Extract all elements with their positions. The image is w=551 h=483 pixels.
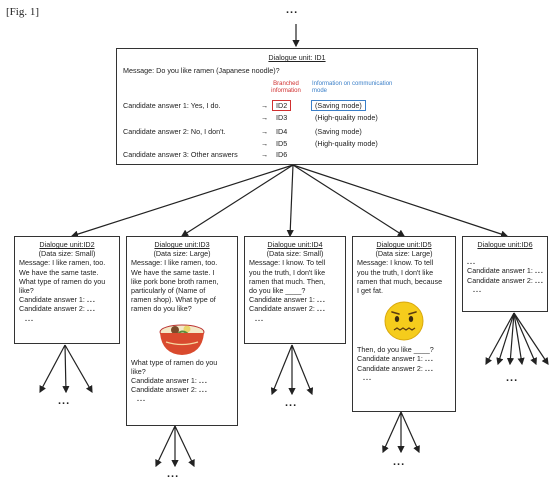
message-line: like pork bone broth ramen,	[131, 276, 219, 286]
unit-id5-title: Dialogue unit:ID5	[376, 240, 432, 249]
candidate-answer: Candidate answer 2:	[357, 363, 423, 373]
arrow-to-id4	[286, 164, 294, 238]
dialogue-unit-id5: Dialogue unit:ID5 (Data size: Large) Mes…	[352, 236, 456, 412]
message-line: you the truth, I don't like	[249, 267, 326, 277]
branch-id-id3: ID3	[276, 113, 288, 122]
ellipsis: ...	[363, 372, 372, 382]
message-line: ramen shop). What type of	[131, 295, 216, 305]
arrow-to-id5	[292, 164, 406, 237]
unit-id2-size: (Data size: Small)	[38, 249, 96, 259]
unit-id3-size: (Data size: Large)	[153, 249, 211, 259]
branch-id-id5: ID5	[276, 139, 288, 148]
ellipsis: ...	[25, 313, 34, 323]
arrow-to-id3	[180, 164, 294, 237]
unit-id1-message: Message: Do you like ramen (Japanese noo…	[123, 66, 280, 75]
unit-id2-title: Dialogue unit:ID2	[39, 240, 95, 249]
ellipsis: ...	[424, 354, 434, 364]
message-line: do you like ____?	[249, 286, 306, 296]
mode-id3: (High-quality mode)	[315, 113, 378, 122]
message-line: Message: I know. To tell	[249, 258, 326, 268]
branch-ellipsis-id5: ...	[393, 456, 406, 468]
dialogue-unit-id3: Dialogue unit:ID3 (Data size: Large) Mes…	[126, 236, 238, 426]
arrow-glyph: →	[261, 127, 269, 136]
dialogue-unit-id1: Dialogue unit: ID1 Message: Do you like …	[116, 48, 478, 165]
message-line: Message: I know. To tell	[357, 258, 434, 268]
ellipsis: ...	[424, 363, 434, 373]
dialogue-unit-id2: Dialogue unit:ID2 (Data size: Small) Mes…	[14, 236, 120, 344]
worried-face-icon	[384, 301, 424, 341]
unit-id6-title: Dialogue unit:ID6	[477, 240, 533, 249]
message-line: you the truth, I don't like	[357, 267, 434, 277]
unit-id1-title: Dialogue unit: ID1	[268, 53, 326, 62]
message-line: I get fat.	[357, 286, 383, 296]
message-line: ramen that much, because	[357, 276, 443, 286]
ellipsis: ...	[316, 304, 326, 314]
candidate-answer: Candidate answer 1:	[131, 376, 197, 386]
ramen-bowl-icon	[159, 324, 205, 355]
candidate-answer: Candidate answer 2:	[249, 304, 315, 314]
branch-ellipsis-id6: ...	[506, 372, 519, 384]
message-line: ramen do you like?	[131, 304, 192, 314]
mode-id2: (Saving mode)	[311, 100, 366, 112]
branch-ellipsis-id3: ...	[167, 468, 180, 480]
ellipsis: ...	[534, 266, 544, 276]
candidate-answer-3: Candidate answer 3: Other answers	[123, 150, 238, 159]
unit-id4-title: Dialogue unit:ID4	[267, 240, 323, 249]
branch-ellipsis-id2: ...	[58, 395, 71, 407]
ellipsis: ...	[467, 257, 476, 267]
branch-id-id4: ID4	[276, 127, 288, 136]
message-line: We have the same taste.	[19, 267, 99, 277]
unit-id3-title: Dialogue unit:ID3	[154, 240, 210, 249]
top-ellipsis: ...	[286, 4, 299, 16]
branch-id-id2: ID2	[272, 100, 292, 112]
dialogue-unit-id4: Dialogue unit:ID4 (Data size: Small) Mes…	[244, 236, 346, 344]
arrow-glyph: →	[261, 101, 269, 110]
candidate-answer: Candidate answer 1:	[19, 295, 85, 305]
message-line: Message: I like ramen, too.	[19, 258, 106, 268]
branch-id-id6: ID6	[276, 150, 288, 159]
message-line: ramen that much. Then,	[249, 276, 326, 286]
ellipsis: ...	[255, 313, 264, 323]
branch-ellipsis-id4: ...	[285, 397, 298, 409]
message-line: Then, do you like ____?	[357, 345, 434, 355]
branched-information-header: Branched information	[271, 81, 301, 94]
message-line: like?	[131, 366, 146, 376]
candidate-answer: Candidate answer 1:	[467, 266, 533, 276]
ellipsis: ...	[137, 394, 146, 404]
communication-mode-header: Information on communication mode	[312, 81, 393, 94]
ellipsis: ...	[534, 275, 544, 285]
arrow-glyph: →	[261, 150, 269, 159]
ellipsis: ...	[316, 295, 326, 305]
mode-id5: (High-quality mode)	[315, 139, 378, 148]
unit-id4-size: (Data size: Small)	[266, 249, 324, 259]
arrow-to-id2	[70, 164, 294, 238]
candidate-answer-2: Candidate answer 2: No, I don't.	[123, 127, 226, 136]
ellipsis: ...	[198, 376, 208, 386]
message-line: What type of ramen do you	[131, 357, 218, 367]
candidate-answer: Candidate answer 2:	[19, 304, 85, 314]
candidate-answer: Candidate answer 1:	[357, 354, 423, 364]
candidate-answer: Candidate answer 2:	[467, 275, 533, 285]
ellipsis: ...	[86, 304, 96, 314]
arrow-to-id6	[292, 164, 509, 238]
arrow-glyph: →	[261, 113, 269, 122]
candidate-answer: Candidate answer 1:	[249, 295, 315, 305]
ellipsis: ...	[473, 284, 482, 294]
dialogue-unit-id6: Dialogue unit:ID6 ... Candidate answer 1…	[462, 236, 548, 312]
message-line: particularly of (Name of	[131, 286, 206, 296]
figure-label: [Fig. 1]	[6, 6, 39, 18]
message-line: We have the same taste. I	[131, 267, 215, 277]
candidate-answer-1: Candidate answer 1: Yes, I do.	[123, 101, 221, 110]
candidate-answer: Candidate answer 2:	[131, 385, 197, 395]
message-line: like?	[19, 286, 34, 296]
message-line: Message: I like ramen, too.	[131, 258, 218, 268]
ellipsis: ...	[86, 295, 96, 305]
ellipsis: ...	[198, 385, 208, 395]
message-line: What type of ramen do you	[19, 276, 106, 286]
unit-id5-size: (Data size: Large)	[375, 249, 433, 259]
mode-id4: (Saving mode)	[315, 127, 362, 136]
arrow-glyph: →	[261, 139, 269, 148]
